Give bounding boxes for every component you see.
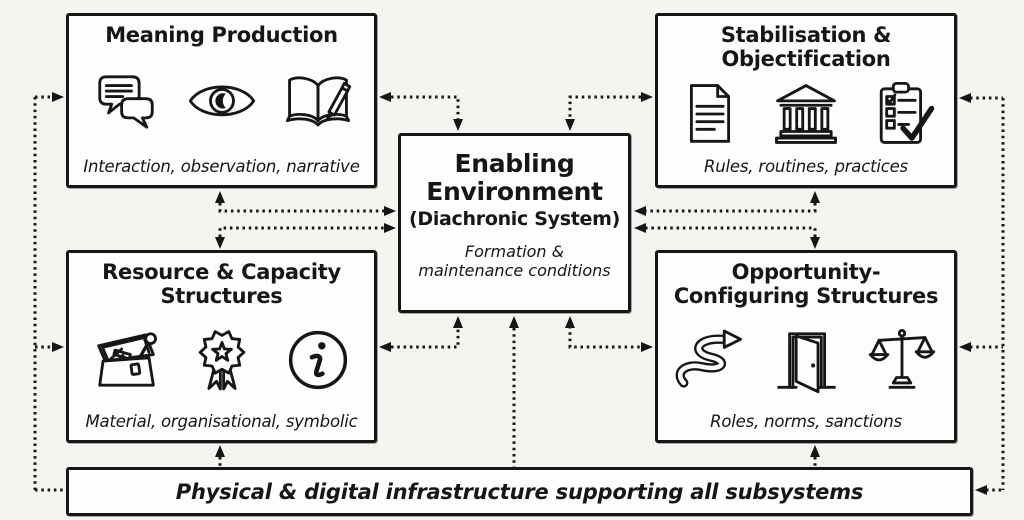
arrow-into-stabilisation-right (959, 93, 971, 103)
arrow-into-stabilisation-bottom (810, 191, 820, 203)
arrow-into-opportunity-left (641, 342, 653, 352)
winding-path-arrow-icon (675, 329, 743, 388)
bank-icon (775, 84, 837, 144)
meaning-production-icons (91, 48, 353, 157)
arrow-into-resource-left (52, 342, 64, 352)
resource-env-bottom-elbow (391, 328, 460, 349)
arrow-into-env-top-left (453, 119, 463, 131)
arrow-into-opportunity-bottom (810, 445, 820, 457)
opportunity-configuring-title: Opportunity-Configuring Structures (673, 260, 939, 308)
arrow-into-resource-right (379, 342, 391, 352)
resource-capacity-icons (91, 308, 353, 412)
opportunity-configuring-icons (675, 308, 937, 412)
arrow-into-opportunity-right (959, 342, 971, 352)
opportunity-configuring-subtitle: Roles, norms, sanctions (710, 412, 902, 431)
arrow-into-meaning-bottom (215, 191, 225, 203)
open-door-icon (777, 332, 836, 394)
resource-capacity-title: Resource & Capacity Structures (102, 260, 341, 308)
arrow-into-env-bottom-right (565, 316, 575, 328)
arrow-into-resource-top (215, 237, 225, 249)
enabling-environment-parenthetical: (Diachronic System) (408, 208, 621, 230)
arrow-into-opportunity-top (810, 237, 820, 249)
box-stabilisation-objectification: Stabilisation & Objectification (655, 13, 957, 188)
arrow-into-bar-right (975, 485, 987, 495)
arrow-into-resource-bottom (215, 445, 225, 457)
award-rosette-icon (198, 330, 245, 391)
arrow-into-stabilisation-left (641, 92, 653, 102)
eye-icon (188, 85, 255, 117)
box-enabling-environment: Enabling Environment (Diachronic System)… (398, 133, 631, 313)
scales-icon (868, 329, 936, 389)
toolbox-icon (96, 332, 157, 387)
arrow-into-env-top-right (565, 119, 575, 131)
resource-capacity-subtitle: Material, organisational, symbolic (85, 412, 358, 431)
meaning-production-subtitle: Interaction, observation, narrative (83, 157, 360, 176)
document-icon (689, 84, 731, 143)
arrow-into-env-bottom-left (453, 316, 463, 328)
meaning-env-top-elbow (391, 95, 460, 119)
arrow-into-env-left-lower (384, 223, 396, 233)
arrow-into-env-left-upper (384, 206, 396, 216)
meaning-production-title: Meaning Production (105, 23, 338, 47)
arrow-into-env-right-lower (634, 223, 646, 233)
stabilisation-icons (675, 71, 937, 157)
stabilisation-subtitle: Rules, routines, practices (704, 157, 908, 176)
infrastructure-bar-title: Physical & digital infrastructure suppor… (175, 479, 864, 504)
arrow-into-env-right-upper (634, 206, 646, 216)
enabling-environment-description: Formation & maintenance conditions (418, 242, 611, 281)
arrow-into-meaning-left (52, 92, 64, 102)
arrow-into-meaning-right (379, 92, 391, 102)
stabilisation-title: Stabilisation & Objectification (720, 23, 892, 71)
box-meaning-production: Meaning Production Interact (66, 13, 377, 188)
stabilisation-env-top-elbow (568, 95, 641, 119)
resource-env-left-elbow (218, 226, 384, 237)
opportunity-env-bottom-elbow (568, 328, 646, 349)
open-book-pencil-icon (285, 76, 351, 127)
opportunity-env-right-elbow (646, 226, 817, 237)
stabilisation-env-right-elbow (646, 203, 817, 213)
box-resource-capacity: Resource & Capacity Structures (66, 250, 377, 443)
arrow-into-env-bottom-mid (509, 316, 519, 328)
box-opportunity-configuring: Opportunity-Configuring Structures (655, 250, 957, 443)
meaning-env-left-elbow (218, 203, 384, 213)
speech-bubbles-icon (97, 75, 154, 129)
info-icon (288, 330, 347, 390)
checklist-icon (879, 81, 935, 144)
enabling-environment-title: Enabling Environment (426, 149, 603, 206)
infrastructure-bar: Physical & digital infrastructure suppor… (66, 467, 973, 516)
